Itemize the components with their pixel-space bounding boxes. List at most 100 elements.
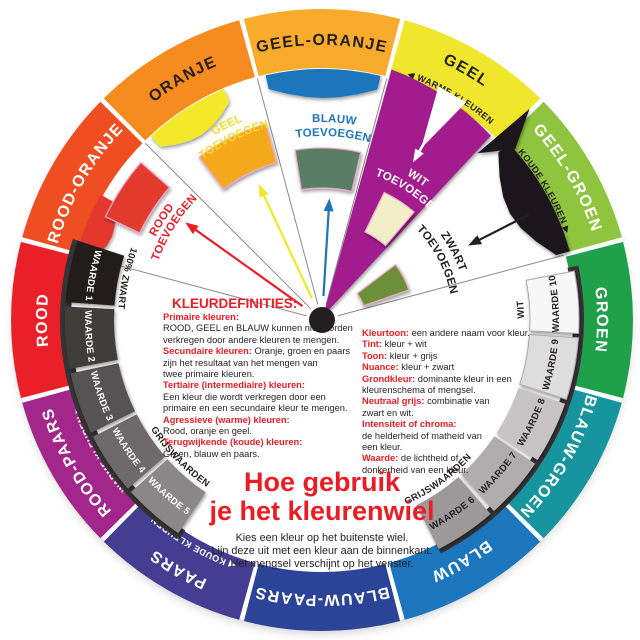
ring-segment-oranje bbox=[103, 20, 255, 141]
ring-segment-rood-oranje bbox=[22, 101, 143, 253]
ring-segment-blauw-groen bbox=[501, 387, 622, 539]
definition-line: primaire en een secundaire kleur te meng… bbox=[163, 403, 348, 414]
definition-term: Kleurtoon: bbox=[362, 328, 409, 338]
ring-segment-geel-groen bbox=[501, 101, 622, 253]
value-tab-waarde-1 bbox=[65, 240, 125, 306]
guide-line bbox=[144, 142, 312, 310]
how-to-block: Hoe gebruik je het kleurenwiel Kies een … bbox=[152, 468, 492, 571]
arrow-shaft bbox=[417, 104, 448, 154]
ring-segment-label-groen: GROEN bbox=[591, 286, 610, 354]
arrow-shaft bbox=[477, 213, 530, 242]
instruction-line: Het mengsel verschijnt op het venster. bbox=[230, 558, 414, 570]
value-tab-waarde-9 bbox=[519, 333, 579, 401]
definition-term: Nuance: bbox=[362, 362, 399, 373]
definition-line: Grondkleur: dominante kleur in een bbox=[362, 373, 512, 384]
value-tab-waarde-2 bbox=[65, 306, 118, 369]
value-tab-waarde-4 bbox=[93, 414, 165, 489]
how-to-instructions: Kies een kleur op het buitenste wiel. Li… bbox=[152, 532, 492, 571]
ring-segment-groen bbox=[565, 241, 633, 399]
blauw-venster bbox=[265, 68, 381, 98]
ring-segment-geel-oranje bbox=[243, 9, 401, 77]
arrow-head bbox=[323, 198, 334, 212]
ring-segment-rood bbox=[11, 241, 79, 399]
value-tab-waarde-5 bbox=[131, 459, 206, 534]
wit-swatch bbox=[364, 191, 416, 247]
definition-line: een kleur. bbox=[362, 442, 403, 453]
definition-line: Agressieve (warme) kleuren: bbox=[163, 415, 375, 426]
zwart-swatch bbox=[356, 263, 410, 307]
definition-line: kleurenschema of mengsel. bbox=[362, 385, 476, 396]
definition-line: twee primaire kleuren. bbox=[163, 369, 255, 380]
instruction-line: Lijn deze uit met een kleur aan de binne… bbox=[211, 545, 433, 557]
definition-line: Groen, blauw en paars. bbox=[163, 448, 260, 459]
definition-line: Kleurtoon: een andere naam voor kleur. bbox=[362, 328, 530, 338]
definitions-heading: KLEURDEFINITIES: bbox=[172, 296, 298, 311]
definition-line: de helderheid of matheid van bbox=[362, 430, 482, 441]
scale-label-wit: WIT bbox=[515, 300, 527, 319]
definition-line: Intensiteit of chroma: bbox=[362, 419, 542, 430]
geel-venster bbox=[150, 89, 230, 147]
geel-swatch bbox=[198, 123, 278, 190]
value-tab-waarde-8 bbox=[496, 387, 565, 460]
definition-line: verkregen door andere kleuren te mengen. bbox=[163, 334, 340, 345]
mix-swatches bbox=[104, 123, 416, 307]
blauw-swatch bbox=[294, 147, 362, 193]
definition-line: ROOD, GEEL en BLAUW kunnen niet worden bbox=[163, 323, 353, 334]
definition-line: Neutraal grijs: combinatie van bbox=[362, 396, 490, 407]
arrow-head bbox=[258, 184, 269, 198]
value-tab-waarde-10 bbox=[525, 270, 580, 335]
definition-line: Tint: kleur + wit bbox=[362, 339, 427, 350]
arrow-shaft bbox=[322, 209, 330, 297]
zwart-venster-tip bbox=[477, 108, 530, 154]
arrow-head bbox=[185, 222, 199, 235]
wheel-hub bbox=[309, 307, 335, 333]
value-tab-waarde-3 bbox=[70, 363, 136, 433]
arrow-head bbox=[468, 235, 482, 246]
zwart-venster bbox=[498, 143, 570, 256]
how-to-title: Hoe gebruik je het kleurenwiel bbox=[152, 468, 492, 526]
definition-line: donkerheid van een kleur. bbox=[362, 464, 469, 475]
definition-term: Toon: bbox=[362, 350, 388, 361]
how-to-title-line2: je het kleurenwiel bbox=[209, 496, 435, 526]
definition-term: Terugwijkende (koude) kleuren: bbox=[163, 437, 303, 448]
mix-wedge-notch bbox=[421, 86, 467, 149]
definition-term: Primaire kleuren: bbox=[163, 312, 239, 322]
instruction-line: Kies een kleur op het buitenste wiel. bbox=[235, 532, 409, 544]
rood-swatch bbox=[104, 161, 171, 234]
definition-term: Neutraal grijs: bbox=[362, 396, 425, 407]
definition-term: Tint: bbox=[362, 339, 382, 350]
definition-line: zwart en wit. bbox=[362, 407, 414, 418]
definition-line: Tertiaire (intermediaire) kleuren: bbox=[163, 380, 375, 391]
definition-term: Intensiteit of chroma: bbox=[362, 419, 457, 430]
ring-segment-blauw bbox=[389, 499, 541, 620]
definition-line: Toon: kleur + grijs bbox=[362, 350, 438, 361]
definitions-right-column: Kleurtoon: een andere naam voor kleur.Ti… bbox=[362, 328, 542, 476]
guide-line bbox=[337, 254, 564, 317]
value-tab-label-waarde-2: WAARDE 2 bbox=[82, 310, 97, 363]
definition-line: Terugwijkende (koude) kleuren: bbox=[163, 437, 375, 448]
definition-line: Waarde: de lichtheid of bbox=[362, 453, 459, 464]
definition-line: Rood, oranje en geel. bbox=[163, 426, 252, 437]
definition-term: Secundaire kleuren: bbox=[163, 346, 252, 357]
guide-line bbox=[325, 78, 388, 305]
arrow-head bbox=[413, 148, 424, 163]
guide-line bbox=[256, 78, 319, 305]
ring-segment-rood-paars bbox=[22, 387, 143, 539]
arrow-shaft bbox=[193, 227, 304, 307]
ring-segment-blauw-paars bbox=[243, 563, 401, 631]
definition-line: Een kleur die wordt verkregen door een bbox=[163, 391, 326, 402]
arrow-shaft bbox=[262, 193, 313, 299]
definition-term: Tertiaire (intermediaire) kleuren: bbox=[163, 380, 305, 391]
how-to-title-line1: Hoe gebruik bbox=[243, 467, 401, 497]
definition-line: Secundaire kleuren: Oranje, groen en paa… bbox=[163, 346, 351, 357]
definition-line: zijn het resultaat van het mengen van bbox=[163, 357, 318, 368]
value-tabs bbox=[65, 240, 580, 549]
ring-segment-paars bbox=[103, 499, 255, 620]
definition-line: Nuance: kleur + zwart bbox=[362, 362, 455, 373]
definition-term: Agressieve (warme) kleuren: bbox=[163, 414, 290, 425]
definition-line: Primaire kleuren: bbox=[163, 312, 375, 323]
definitions-left-column: Primaire kleuren:ROOD, GEEL en BLAUW kun… bbox=[163, 312, 375, 460]
ring-segment-geel bbox=[389, 20, 541, 141]
